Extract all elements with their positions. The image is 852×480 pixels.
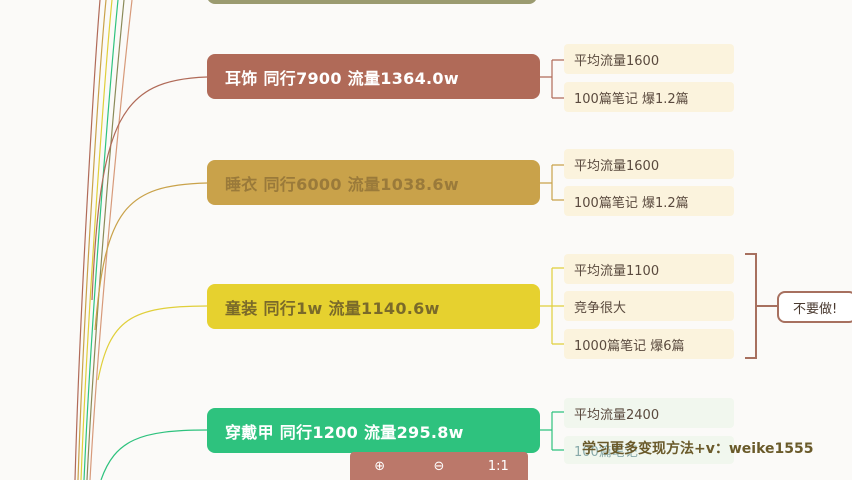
topic-kids-clothing[interactable]: 童装 同行1w 流量1140.6w [207,284,540,329]
zoom-toolbar: ⊕ ⊖ 1:1 [350,452,528,480]
topic-press-on-nails[interactable]: 穿戴甲 同行1200 流量295.8w [207,408,540,453]
nail-leaf-avg[interactable]: 平均流量2400 [564,398,734,428]
kids-leaf-competition[interactable]: 竞争很大 [564,291,734,321]
topic-earring[interactable]: 耳饰 同行7900 流量1364.0w [207,54,540,99]
topic-sleepwear[interactable]: 睡衣 同行6000 流量1038.6w [207,160,540,205]
kids-leaf-notes[interactable]: 1000篇笔记 爆6篇 [564,329,734,359]
fit-to-screen-button[interactable]: 1:1 [487,458,509,474]
zoom-out-icon[interactable]: ⊖ [433,458,445,474]
earring-leaf-notes[interactable]: 100篇笔记 爆1.2篇 [564,82,734,112]
dont-do-badge[interactable]: 不要做! [777,291,852,323]
earring-leaf-avg[interactable]: 平均流量1600 [564,44,734,74]
watermark-text: 学习更多变现方法+v：weike1555 [582,441,814,457]
sleepwear-leaf-avg[interactable]: 平均流量1600 [564,149,734,179]
nail-leaf-notes[interactable]: 100篇笔记 [564,436,734,464]
sleepwear-leaf-notes[interactable]: 100篇笔记 爆1.2篇 [564,186,734,216]
zoom-in-icon[interactable]: ⊕ [374,458,386,474]
kids-leaf-avg[interactable]: 平均流量1100 [564,254,734,284]
